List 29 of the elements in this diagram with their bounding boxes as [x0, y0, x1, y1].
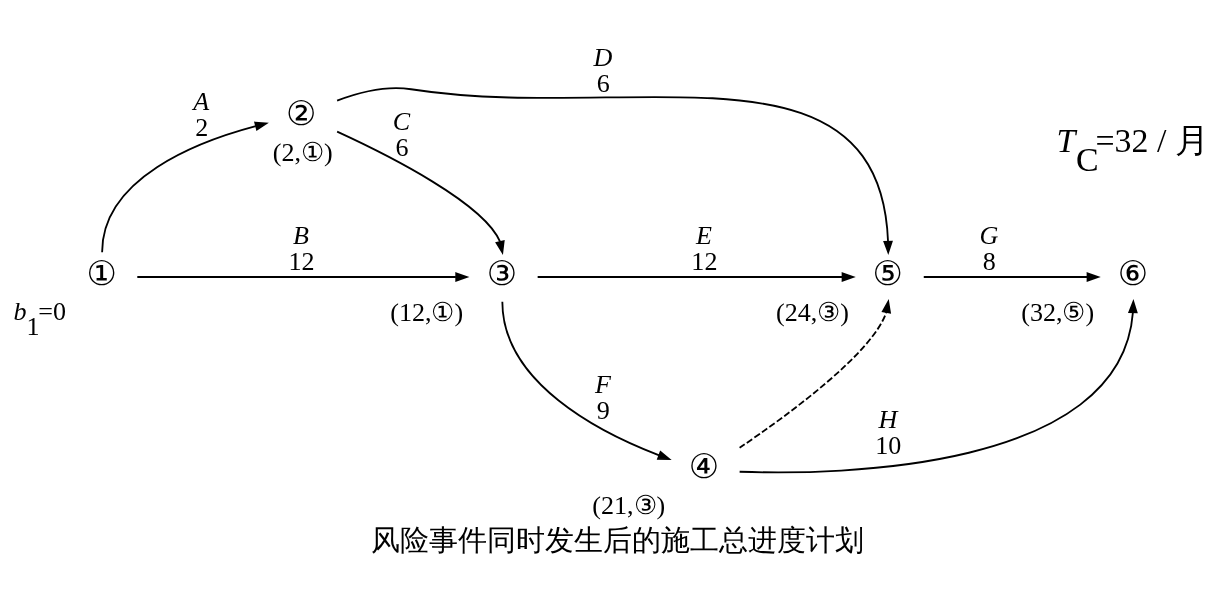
arrow [336, 130, 505, 255]
node-label: (32,⑤) [1021, 298, 1095, 328]
arrow [738, 298, 1138, 474]
edge-label: B 12 [288, 221, 315, 277]
arrow [101, 121, 269, 254]
node-text: ⑥ [1117, 254, 1149, 294]
edge-label: H 10 [875, 405, 902, 461]
node-text: ② [285, 93, 317, 133]
arrow [922, 272, 1101, 282]
node-label: (2,①) [272, 137, 333, 167]
node-label: (12,①) [390, 298, 464, 328]
arrow [136, 272, 470, 282]
node-label: (24,③) [776, 298, 850, 328]
caption: 风险事件同时发生后的施工总进度计划 [371, 523, 865, 558]
edge-label: F 9 [594, 370, 611, 426]
arrow [336, 87, 893, 255]
node-text: ③ [486, 254, 518, 294]
edge-label: E 12 [691, 221, 718, 277]
edge-label: D 6 [593, 42, 613, 98]
node-label: (21,③) [592, 491, 666, 521]
node-text: ① [86, 254, 117, 294]
edge-label: G 8 [979, 221, 999, 277]
node-text: ④ [688, 447, 720, 487]
edge-label: A 2 [193, 87, 210, 143]
edge-label: C 6 [392, 106, 411, 162]
arrow [536, 272, 856, 282]
arrow [501, 300, 672, 460]
arrow [738, 299, 892, 449]
node-text: ⑤ [872, 254, 903, 294]
